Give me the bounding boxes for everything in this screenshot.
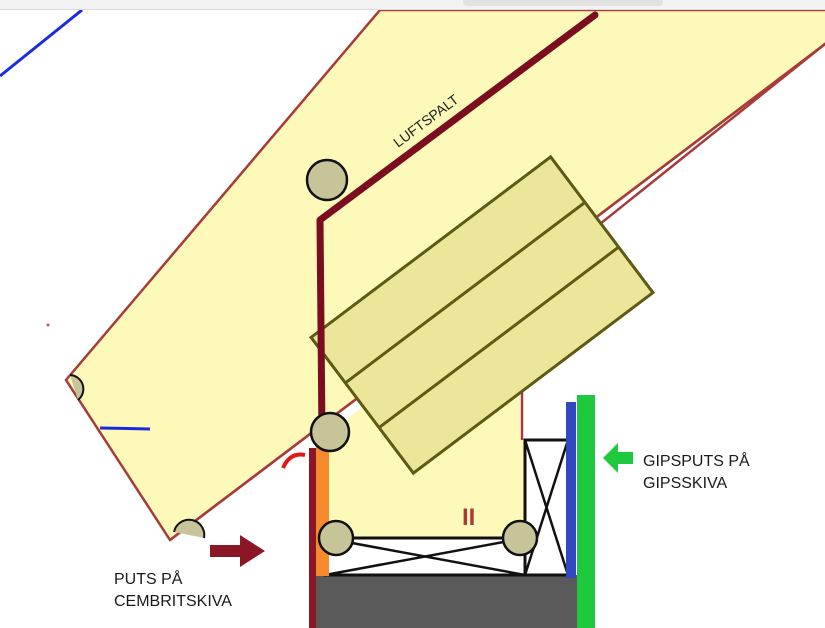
foundation-block	[310, 575, 580, 628]
arrow-right-icon	[210, 535, 265, 567]
gipsputs-label-line2: GIPSSKIVA	[643, 475, 728, 492]
joint-circle-partial	[69, 374, 85, 401]
joint-circle-partial	[173, 518, 206, 539]
arrow-left-icon	[603, 443, 633, 473]
stud-mark: II	[462, 504, 475, 531]
corner-post	[523, 438, 570, 577]
sill-plate	[323, 536, 527, 577]
joint-circle	[305, 158, 349, 202]
guide-line-bottom	[99, 426, 151, 431]
marker-dot	[46, 323, 50, 327]
top-toolbar-strip	[0, 0, 825, 10]
luftspalt-line	[316, 11, 599, 439]
joint-circle	[309, 411, 351, 453]
puts-label: PUTS PÅ CEMBRITSKIVA	[114, 569, 294, 613]
puts-label-line1: PUTS PÅ	[114, 571, 183, 588]
gipsskiva-layer	[566, 402, 576, 578]
gipsputs-label: GIPSPUTS PÅ GIPSSKIVA	[643, 451, 803, 495]
top-plate-beam	[308, 154, 656, 476]
puts-label-line2: CEMBRITSKIVA	[114, 593, 232, 610]
gipsputs-layer	[577, 395, 595, 628]
guide-line-top	[0, 10, 83, 78]
browser-tab[interactable]	[463, 0, 663, 6]
joint-circle	[501, 519, 539, 557]
joint-circle	[317, 519, 355, 557]
red-curl-mark	[281, 452, 306, 469]
gipsputs-label-line1: GIPSPUTS PÅ	[643, 453, 750, 470]
outer-sheathing-red	[309, 448, 316, 628]
